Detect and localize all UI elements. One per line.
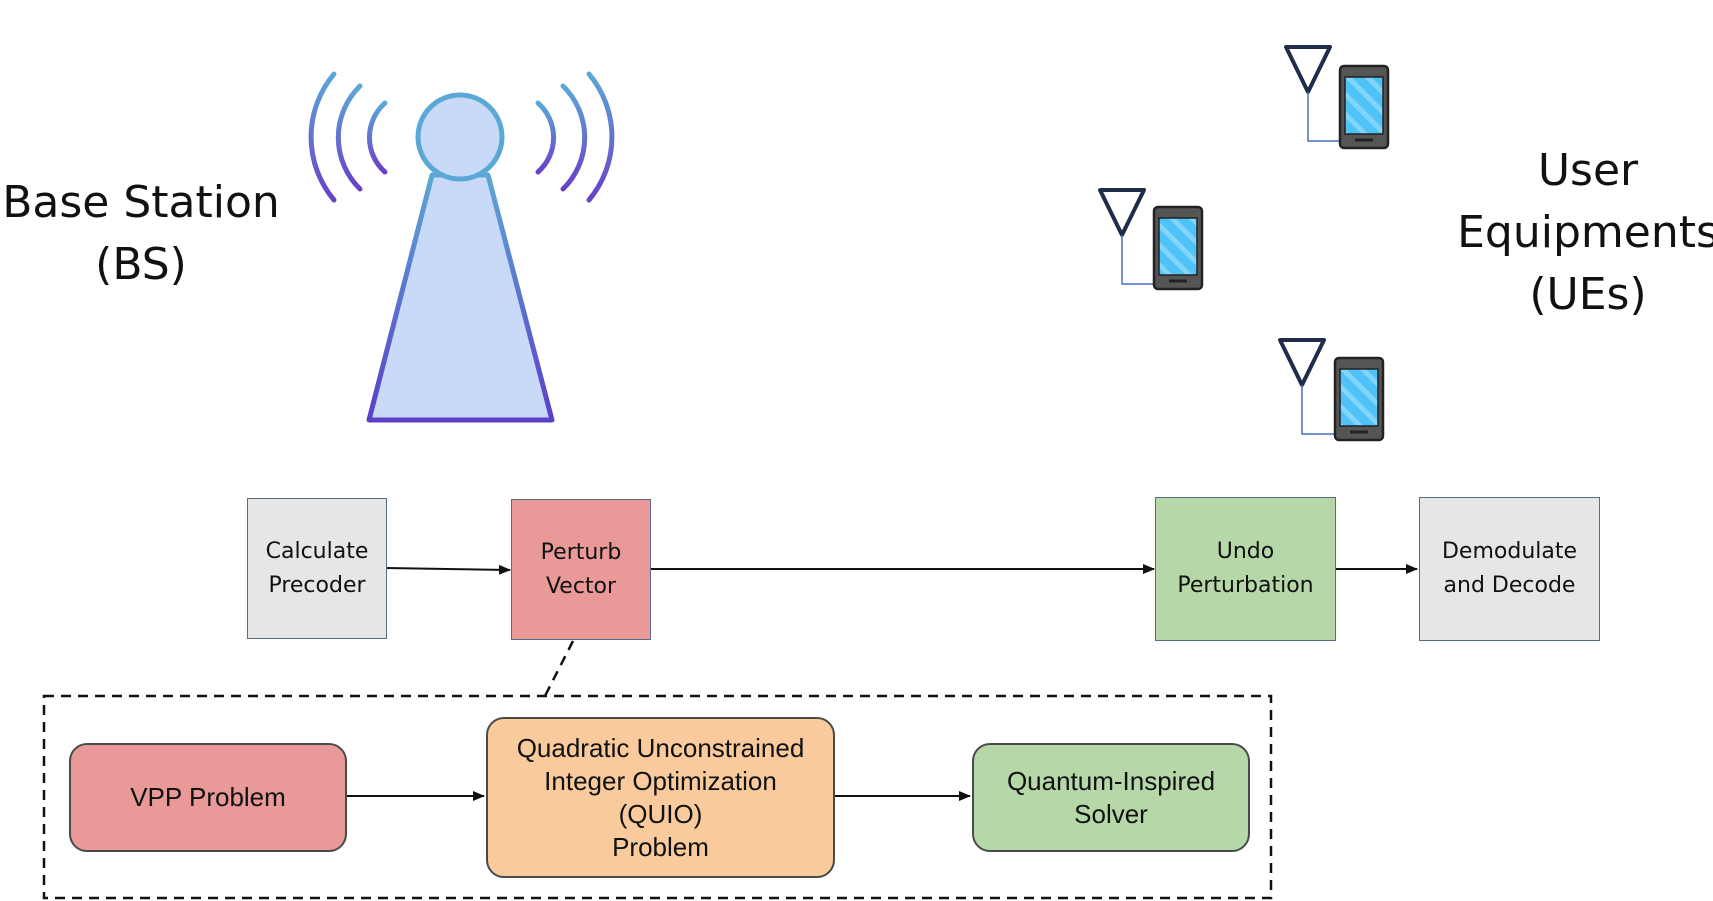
- expansion-connector: [543, 640, 575, 697]
- quio-problem-box: Quadratic Unconstrained Integer Optimiza…: [486, 717, 835, 878]
- calculate-precoder-label: Calculate Precoder: [265, 538, 369, 598]
- smartphone-icon: [1338, 64, 1390, 150]
- ue-device-2: [1098, 188, 1204, 291]
- base-station-abbrev: (BS): [95, 239, 187, 290]
- ue-device-3: [1278, 338, 1385, 442]
- antenna-icon: [1278, 338, 1336, 435]
- flow-arrows: [346, 564, 1418, 801]
- perturb-vector-box: Perturb Vector: [511, 499, 651, 640]
- quio-problem-label: Quadratic Unconstrained Integer Optimiza…: [516, 732, 805, 862]
- antenna-icon: [1098, 188, 1156, 285]
- ue-device-1: [1284, 45, 1390, 150]
- base-station-label: Base Station (BS): [0, 172, 282, 296]
- user-equipments-label: User Equipments (UEs): [1448, 140, 1713, 326]
- user-equipments-abbrev: (UEs): [1529, 269, 1647, 320]
- user-equipments-line1: User: [1537, 145, 1639, 196]
- expansion-region: [42, 694, 1273, 900]
- base-station-title: Base Station: [2, 177, 280, 228]
- undo-perturbation-label: Undo Perturbation: [1177, 539, 1314, 598]
- calculate-precoder-box: Calculate Precoder: [247, 498, 387, 639]
- antenna-icon: [1284, 45, 1342, 142]
- demodulate-decode-label: Demodulate and Decode: [1441, 539, 1578, 598]
- user-equipments-line2: Equipments: [1457, 207, 1713, 258]
- arrow-precoder-to-perturb: [385, 564, 511, 575]
- perturb-vector-label: Perturb Vector: [540, 539, 622, 599]
- smartphone-icon: [1333, 356, 1385, 442]
- undo-perturbation-box: Undo Perturbation: [1155, 497, 1336, 641]
- cell-tower-icon: [308, 71, 615, 423]
- quantum-inspired-solver-box: Quantum-Inspired Solver: [972, 743, 1250, 852]
- smartphone-icon: [1152, 205, 1204, 291]
- vpp-problem-label: VPP Problem: [130, 782, 286, 812]
- quantum-inspired-solver-label: Quantum-Inspired Solver: [1006, 765, 1216, 829]
- demodulate-decode-box: Demodulate and Decode: [1419, 497, 1600, 641]
- vpp-problem-box: VPP Problem: [69, 743, 347, 852]
